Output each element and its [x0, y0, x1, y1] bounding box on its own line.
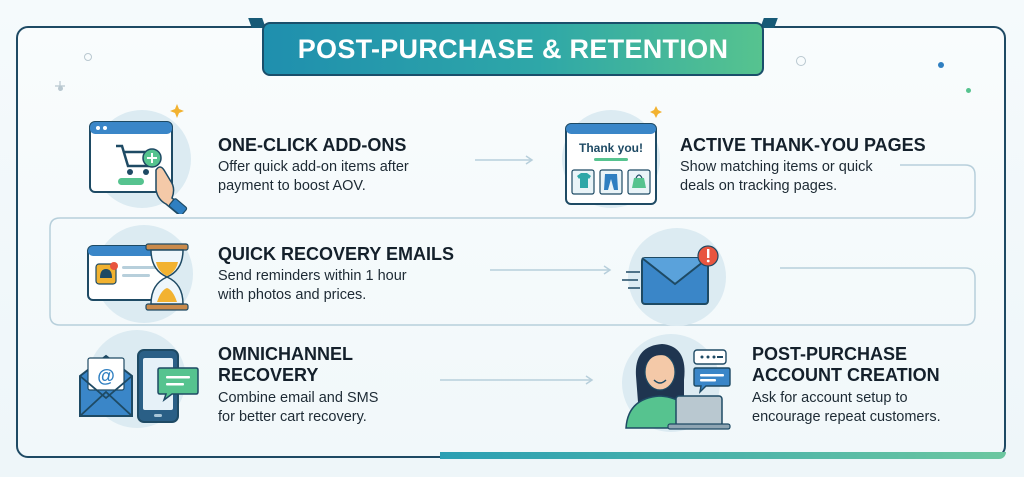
decor-dot	[796, 56, 806, 66]
person-laptop-icon	[625, 344, 731, 430]
item-desc-line: Ask for account setup to	[752, 390, 908, 406]
item-title-post-purchase-account-creation: POST-PURCHASE	[752, 344, 908, 364]
item-title-omnichannel-recovery: OMNICHANNEL	[218, 344, 353, 364]
email-alert-icon	[622, 245, 719, 305]
page-title: POST-PURCHASE & RETENTION	[297, 33, 729, 64]
decor-dot	[84, 53, 92, 61]
item-desc-line: for better cart recovery.	[218, 409, 367, 425]
sparkle-icon	[650, 106, 662, 118]
item-desc-line: payment to boost AOV.	[218, 178, 366, 194]
item-desc-line: deals on tracking pages.	[680, 178, 838, 194]
item-desc-line: Show matching items or quick	[680, 159, 873, 175]
plus-decor-icon	[55, 81, 65, 91]
item-desc-line: Combine email and SMS	[218, 390, 379, 406]
title-banner: POST-PURCHASE & RETENTION	[262, 22, 764, 76]
sparkle-icon	[170, 104, 184, 118]
shopping-cart-add-icon	[89, 121, 188, 214]
decor-dot	[938, 62, 944, 68]
thank-you-page-icon: Thank you!	[565, 123, 657, 205]
item-title-active-thank-you-pages: ACTIVE THANK-YOU PAGES	[680, 135, 926, 155]
item-desc-line: encourage repeat customers.	[752, 409, 941, 425]
item-title-omnichannel-recovery-line2: RECOVERY	[218, 365, 319, 385]
item-desc-line: with photos and prices.	[218, 287, 367, 303]
email-sms-icon: @	[79, 349, 199, 423]
item-desc-line: Send reminders within 1 hour	[218, 268, 407, 284]
frame-accent-bar	[440, 452, 1006, 459]
item-desc-line: Offer quick add-on items after	[218, 159, 409, 175]
item-title-one-click-add-ons: ONE-CLICK ADD-ONS	[218, 135, 407, 155]
thank-you-card-text: Thank you!	[579, 141, 643, 155]
hourglass-reminder-icon	[87, 243, 189, 311]
item-title-quick-recovery-emails: QUICK RECOVERY EMAILS	[218, 244, 455, 264]
decor-dot	[966, 88, 971, 93]
svg-text:@: @	[97, 366, 115, 386]
item-title-post-purchase-account-creation-line2: ACCOUNT CREATION	[752, 365, 940, 385]
